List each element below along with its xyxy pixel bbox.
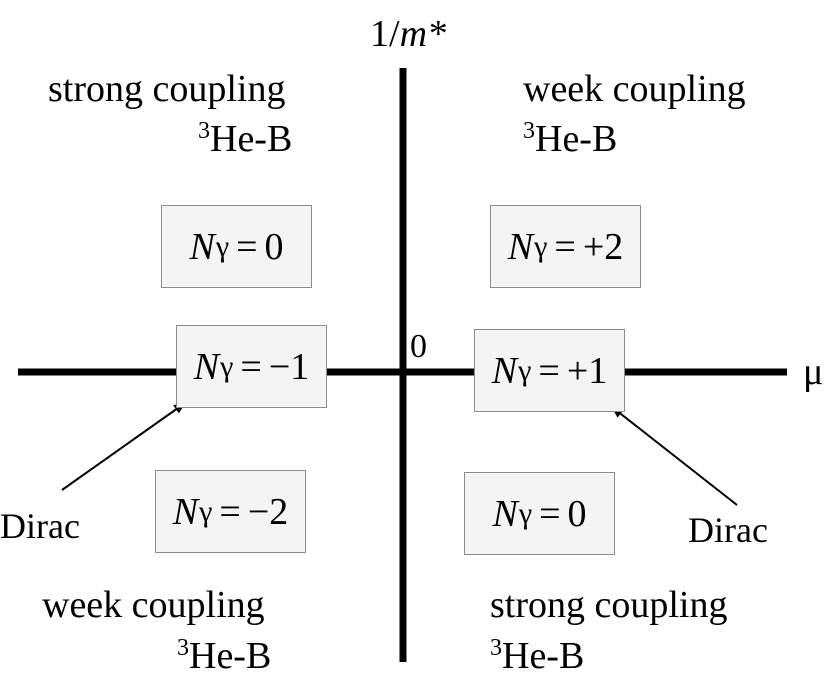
gamma-subscript: γ <box>199 494 213 528</box>
vertical-axis-label-prefix: 1/ <box>370 13 400 55</box>
gamma-subscript: γ <box>215 229 230 263</box>
dirac-label-right: Dirac <box>688 510 768 550</box>
equals-sign: = <box>236 225 258 268</box>
equals-sign: = <box>219 490 241 533</box>
quadrant-bottom-left-sup: 3 <box>177 635 189 661</box>
quadrant-top-left-text: strong coupling <box>48 68 286 110</box>
equals-sign: = <box>539 492 561 535</box>
n-gamma-value: 0 <box>264 225 284 268</box>
n-symbol: N <box>172 490 199 533</box>
quadrant-top-left-phase: 3He-B <box>198 119 292 158</box>
quadrant-top-right-phase: 3He-B <box>523 119 617 158</box>
vertical-axis-label-var: m* <box>399 13 447 55</box>
quadrant-bottom-left-text: week coupling <box>42 584 265 626</box>
equals-sign: = <box>554 225 576 268</box>
dirac-label-left: Dirac <box>0 506 80 546</box>
quadrant-bottom-right-name: He-B <box>502 635 585 677</box>
n-symbol: N <box>507 225 534 268</box>
quadrant-top-right-text: week coupling <box>523 68 746 110</box>
quadrant-bottom-left-phase: 3He-B <box>177 636 271 675</box>
equals-sign: = <box>240 345 262 388</box>
gamma-subscript: γ <box>518 496 533 530</box>
n-symbol: N <box>491 349 518 392</box>
quadrant-bottom-right-text: strong coupling <box>490 584 728 626</box>
gamma-subscript: γ <box>518 353 532 387</box>
n-symbol: N <box>189 225 215 268</box>
n-symbol: N <box>193 345 220 388</box>
n-gamma-value: −2 <box>247 490 289 533</box>
dirac-arrow-right <box>611 406 738 506</box>
quadrant-bottom-right-phase: 3He-B <box>490 636 584 675</box>
equals-sign: = <box>538 349 560 392</box>
n-gamma-value: +1 <box>566 349 608 392</box>
vertical-axis-label: 1/m* <box>370 15 446 53</box>
quadrant-bottom-right-sup: 3 <box>490 635 502 661</box>
quadrant-top-right-name: He-B <box>535 118 618 160</box>
n-gamma-value: +2 <box>582 225 624 268</box>
quadrant-top-left-name: He-B <box>210 118 293 160</box>
dirac-arrow-left <box>61 402 186 491</box>
gamma-subscript: γ <box>534 229 548 263</box>
n-gamma-value: 0 <box>567 492 587 535</box>
quadrant-bottom-left-name: He-B <box>189 635 272 677</box>
origin-label: 0 <box>410 328 427 365</box>
n-symbol: N <box>492 492 518 535</box>
quadrant-top-left-sup: 3 <box>198 118 210 144</box>
horizontal-axis-label: μ <box>803 351 824 393</box>
n-gamma-value: −1 <box>268 345 310 388</box>
gamma-subscript: γ <box>220 349 234 383</box>
quadrant-top-right-sup: 3 <box>523 118 535 144</box>
